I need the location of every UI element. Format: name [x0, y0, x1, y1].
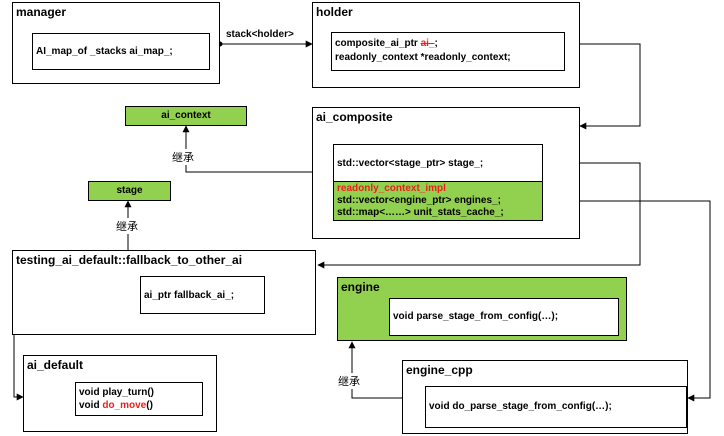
- ai-composite-engines-vector: std::vector<engine_ptr> engines_;: [337, 195, 501, 206]
- ai-composite-stage-vector: std::vector<stage_ptr> stage_;: [337, 158, 484, 169]
- engine-box: engine void parse_stage_from_config(…);: [337, 277, 627, 341]
- fallback-title: testing_ai_default::fallback_to_other_ai: [16, 253, 243, 267]
- inherit-label-ai-context: 继承: [172, 149, 194, 165]
- holder-box: holder composite_ai_ptr ai_; readonly_co…: [312, 2, 580, 88]
- holder-line2: readonly_context *readonly_context;: [335, 52, 511, 63]
- ai-default-do-move-prefix: void: [79, 400, 103, 411]
- engine-cpp-inherits-engine: [348, 341, 402, 399]
- engine-title: engine: [341, 280, 380, 294]
- stage-box: stage: [88, 181, 171, 201]
- ai-default-play-turn: void play_turn(): [79, 387, 155, 398]
- inherit-label-stage: 继承: [116, 218, 138, 234]
- fallback-member: ai_ptr fallback_ai_;: [144, 290, 235, 301]
- ai-composite-stage-box: std::vector<stage_ptr> stage_;: [333, 144, 543, 182]
- engine-cpp-method: void do_parse_stage_from_config(…);: [429, 401, 612, 412]
- manager-to-holder-arrow: [217, 40, 313, 48]
- ai-context-label: ai_context: [161, 110, 211, 121]
- holder-ai-field: ai_: [420, 38, 435, 49]
- engine-cpp-method-box: void do_parse_stage_from_config(…);: [425, 386, 687, 428]
- ai-default-box: ai_default void play_turn() void do_move…: [23, 355, 217, 432]
- holder-line1: composite_ai_ptr ai_;: [335, 38, 438, 49]
- stack-holder-label: stack<holder>: [226, 29, 294, 40]
- manager-member: AI_map_of _stacks ai_map_;: [36, 46, 173, 57]
- ai-default-title: ai_default: [27, 358, 84, 372]
- ai-composite-readonly-context-impl: readonly_context_impl: [337, 183, 446, 194]
- stage-label: stage: [116, 185, 143, 196]
- engine-cpp-box: engine_cpp void do_parse_stage_from_conf…: [402, 360, 688, 434]
- manager-box: manager AI_map_of _stacks ai_map_;: [12, 2, 220, 84]
- manager-member-box: AI_map_of _stacks ai_map_;: [32, 33, 210, 70]
- ai-default-do-move: do_move: [102, 400, 147, 411]
- ai-default-do-move-line: void do_move(): [79, 400, 153, 411]
- fallback-member-box: ai_ptr fallback_ai_;: [140, 276, 265, 314]
- holder-line1-suffix: ;: [434, 38, 438, 49]
- engine-cpp-title: engine_cpp: [406, 363, 473, 377]
- engine-method-box: void parse_stage_from_config(…);: [389, 298, 619, 336]
- fallback-box: testing_ai_default::fallback_to_other_ai…: [12, 250, 316, 335]
- ai-default-do-move-suffix: (): [146, 400, 153, 411]
- ai-composite-title: ai_composite: [316, 110, 393, 124]
- ai-context-box: ai_context: [125, 106, 247, 126]
- ai-composite-unit-stats-cache: std::map<……> unit_stats_cache_;: [337, 207, 504, 218]
- inherit-label-engine: 继承: [338, 373, 360, 389]
- engine-method: void parse_stage_from_config(…);: [393, 311, 559, 322]
- holder-title: holder: [316, 5, 353, 19]
- manager-title: manager: [16, 5, 67, 19]
- ai-default-methods-box: void play_turn() void do_move(): [75, 382, 203, 416]
- holder-member-box: composite_ai_ptr ai_; readonly_context *…: [331, 32, 565, 71]
- ai-composite-impl-box: readonly_context_impl std::vector<engine…: [333, 181, 543, 221]
- ai-composite-box: ai_composite std::vector<stage_ptr> stag…: [312, 107, 580, 239]
- holder-line1-prefix: composite_ai_ptr: [335, 38, 421, 49]
